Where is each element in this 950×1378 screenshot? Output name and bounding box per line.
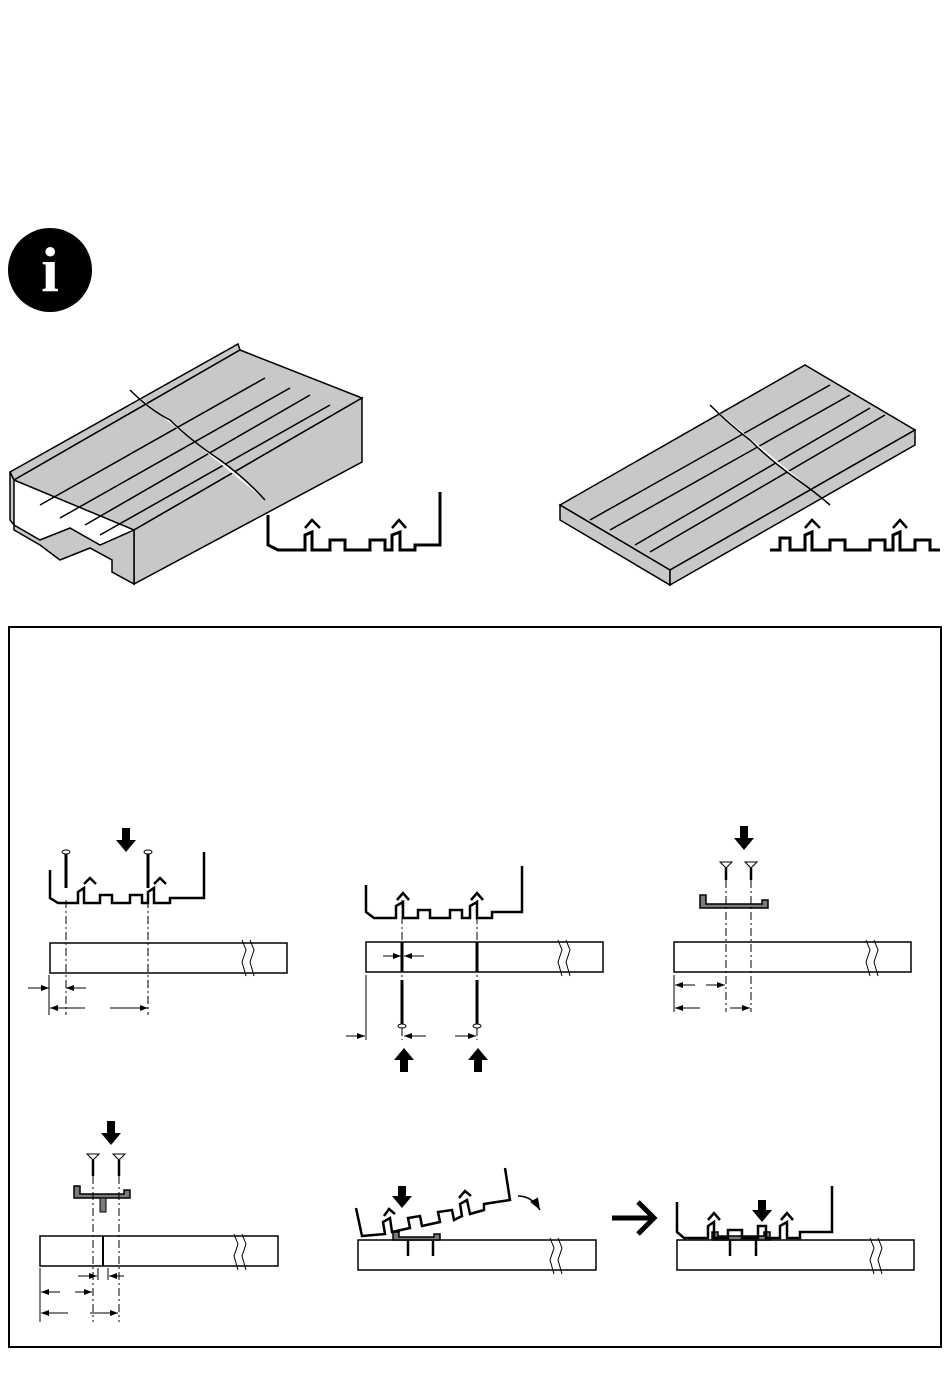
rotate-arrow-icon: [518, 1196, 540, 1210]
down-arrow-icon: [734, 826, 754, 850]
screw-icon: [745, 862, 757, 880]
screw-icon: [144, 850, 152, 888]
step-screw-from-below: [346, 866, 603, 1072]
down-arrow-icon: [116, 828, 136, 852]
down-arrow-icon: [101, 1121, 121, 1145]
up-arrow-icon: [394, 1048, 414, 1072]
screw-icon: [87, 1154, 99, 1176]
step-clip-screwed: [674, 826, 911, 1012]
screw-icon: [398, 980, 406, 1028]
screw-icon: [720, 862, 732, 880]
screw-icon: [113, 1154, 125, 1176]
track-profiles-illustration: [0, 330, 950, 600]
up-arrow-icon: [468, 1048, 488, 1072]
step-track-clipped: [677, 1186, 914, 1274]
down-arrow-icon: [752, 1200, 772, 1222]
step-clip-centered-on-joint: [40, 1121, 278, 1322]
info-icon: i: [8, 228, 92, 312]
step-track-tilted-onto-clip: [356, 1168, 596, 1274]
deep-profile-rail: [10, 344, 362, 584]
flat-profile-rail: [560, 365, 915, 585]
right-arrow-icon: [612, 1202, 654, 1234]
screw-icon: [473, 980, 481, 1028]
deep-profile-section: [268, 492, 440, 550]
down-arrow-icon: [392, 1186, 412, 1208]
installation-steps: [0, 620, 950, 1378]
flat-profile-section: [770, 532, 940, 550]
step-screw-from-top: [28, 828, 287, 1015]
screw-icon: [62, 850, 70, 888]
